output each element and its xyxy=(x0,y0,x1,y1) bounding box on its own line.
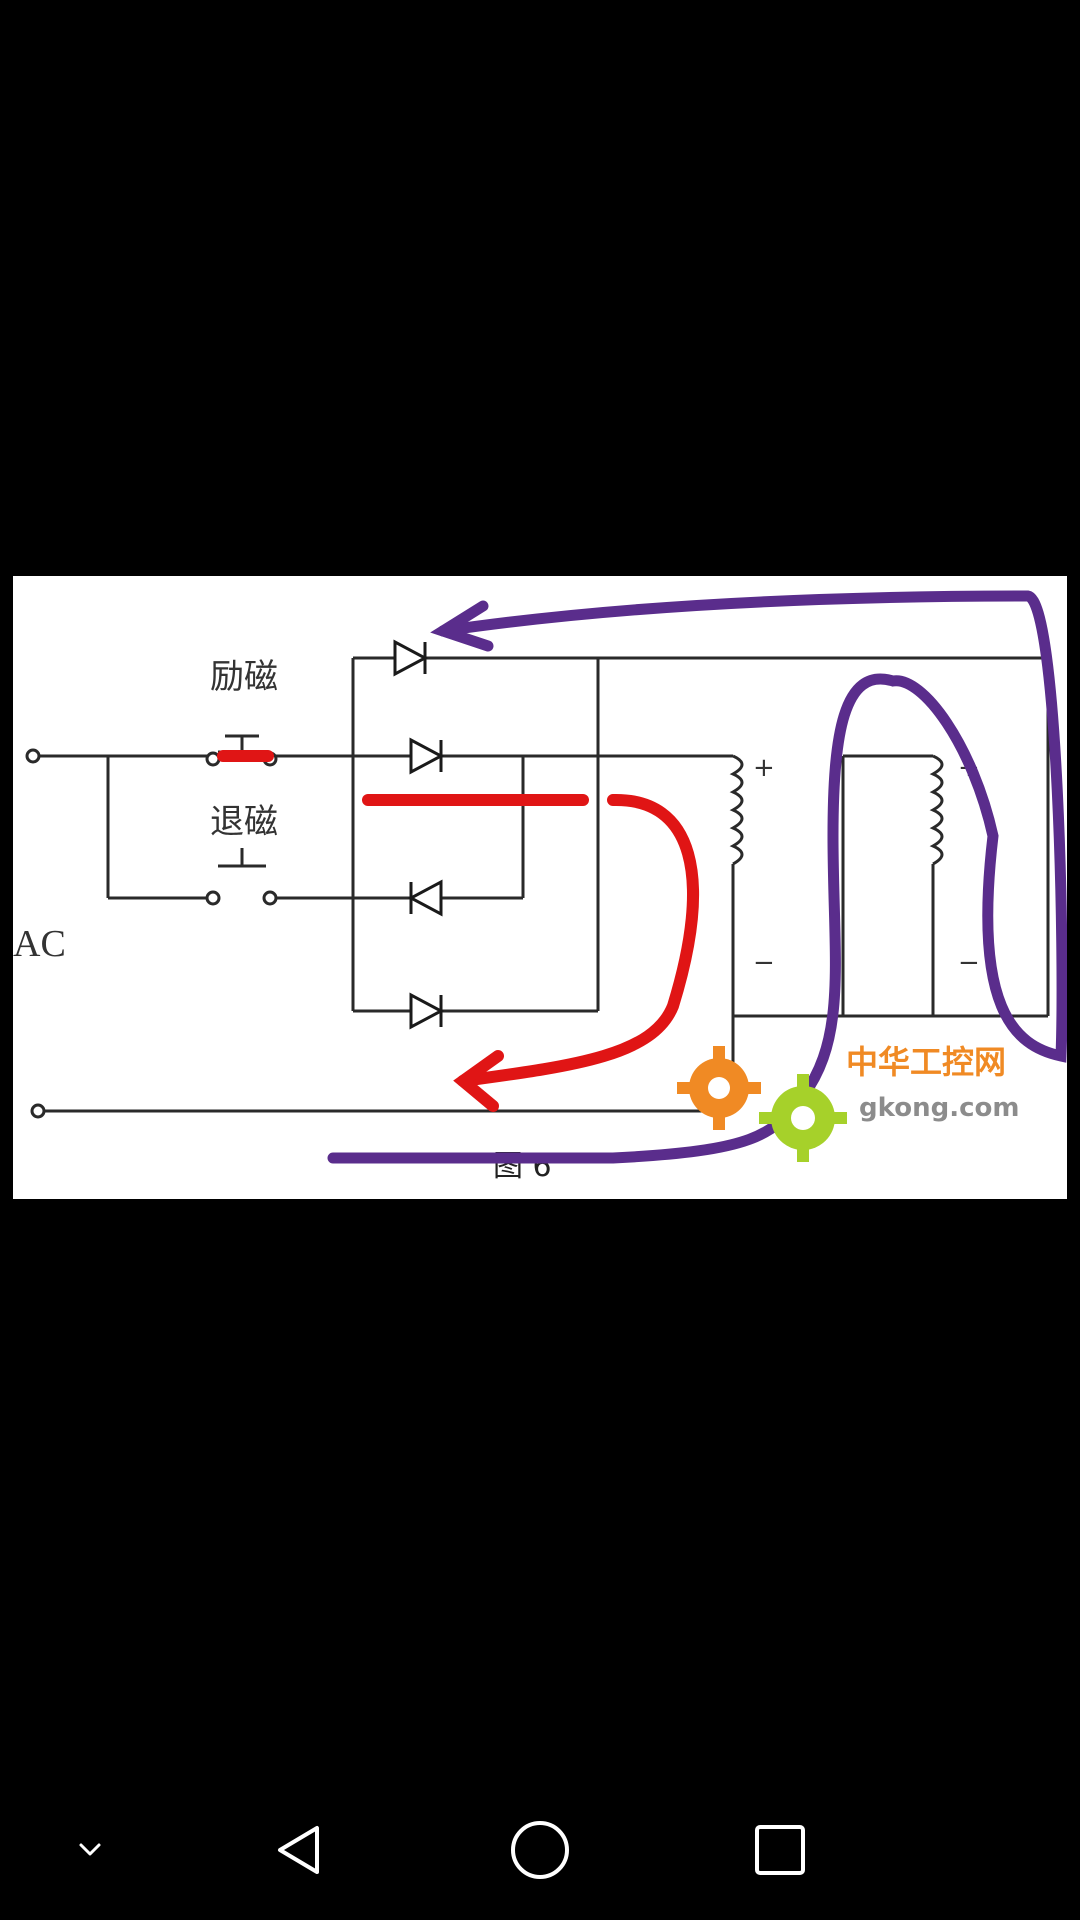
demagnetize-label: 退磁 xyxy=(210,802,278,842)
ac-terminal-bottom xyxy=(30,1103,46,1119)
image-viewer[interactable]: 励磁 退磁 AC + − + − 图 6 xyxy=(0,0,1080,1780)
red-current-path xyxy=(217,750,699,1112)
home-button[interactable] xyxy=(465,1780,615,1920)
circuit-diagram: 励磁 退磁 AC + − + − 图 6 xyxy=(13,590,1067,1184)
diodes xyxy=(393,639,445,1030)
coil1-minus-label: − xyxy=(753,948,775,978)
diode-2 xyxy=(409,737,445,775)
ac-terminal-top xyxy=(25,748,41,764)
watermark-domain: gkong.com xyxy=(859,1093,1019,1123)
square-recents-icon xyxy=(755,1825,805,1875)
ac-label: AC xyxy=(13,923,66,965)
diode-1 xyxy=(393,639,429,677)
collapse-button[interactable] xyxy=(15,1780,165,1920)
orange-gear-icon xyxy=(677,1046,761,1130)
green-gear-icon xyxy=(759,1074,847,1162)
coil1-plus-label: + xyxy=(753,753,775,783)
gkong-watermark: 中华工控网 gkong.com xyxy=(677,1043,1019,1162)
triangle-back-icon xyxy=(278,1826,319,1874)
diode-3 xyxy=(407,879,443,917)
excite-label: 励磁 xyxy=(210,657,278,697)
coil2-minus-label: − xyxy=(958,948,980,978)
circuit-photo: 励磁 退磁 AC + − + − 图 6 xyxy=(13,576,1067,1199)
back-button[interactable] xyxy=(225,1780,375,1920)
watermark-cn: 中华工控网 xyxy=(846,1043,1006,1081)
recents-button[interactable] xyxy=(705,1780,855,1920)
diode-4 xyxy=(409,992,445,1030)
android-nav-bar xyxy=(0,1780,1080,1920)
chevron-down-icon xyxy=(79,1843,101,1856)
purple-current-path xyxy=(327,590,1067,1164)
circle-home-icon xyxy=(511,1821,569,1879)
